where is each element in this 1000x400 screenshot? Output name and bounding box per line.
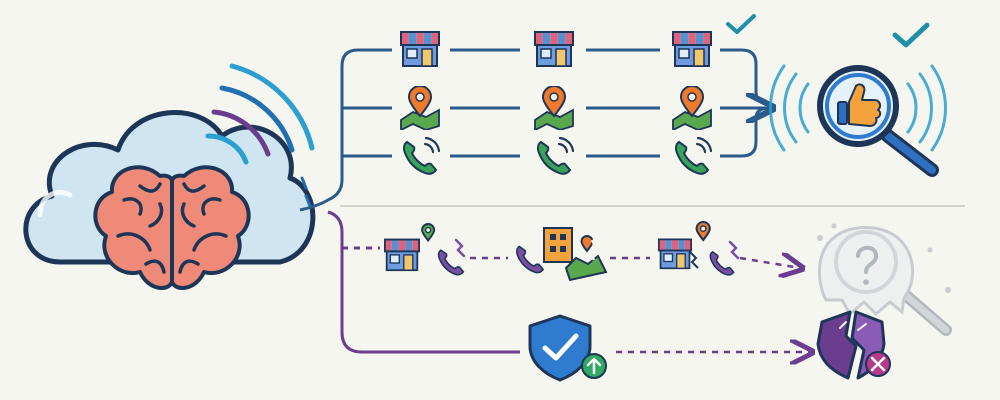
phone-building-map-icon	[516, 227, 608, 282]
address-row	[400, 86, 712, 130]
phone-call-icon	[674, 136, 713, 175]
signal-waves-icon	[205, 63, 315, 208]
checkmark-icon	[895, 25, 927, 45]
connector-trunk	[299, 48, 520, 354]
map-pin-icon	[534, 86, 574, 130]
consistent-result	[769, 25, 947, 177]
thumbs-up-icon	[837, 83, 882, 127]
storefront-icon	[534, 31, 574, 67]
phone-call-icon	[536, 136, 575, 175]
phone-call-icon	[402, 136, 441, 175]
inconsistent-row-connectors	[470, 258, 800, 268]
storefront-icon	[400, 31, 440, 67]
map-pin-icon	[672, 86, 712, 130]
map-pin-icon	[400, 86, 440, 130]
consistent-row-connectors	[450, 48, 770, 158]
storefront-icon	[672, 31, 712, 67]
brain-icon	[93, 165, 251, 290]
business-name-row	[400, 14, 756, 67]
broken-store-pin-phone-icon	[657, 220, 740, 276]
shield-check-icon	[528, 314, 592, 382]
store-pin-phone-icon	[383, 223, 466, 276]
signal-waves-icon	[769, 64, 947, 152]
arrow-up-badge-icon	[581, 353, 607, 379]
question-mark-icon	[856, 245, 879, 285]
x-badge-icon	[865, 351, 891, 377]
ghost-magnifier-icon	[817, 223, 952, 336]
checkmark-icon	[726, 14, 756, 34]
